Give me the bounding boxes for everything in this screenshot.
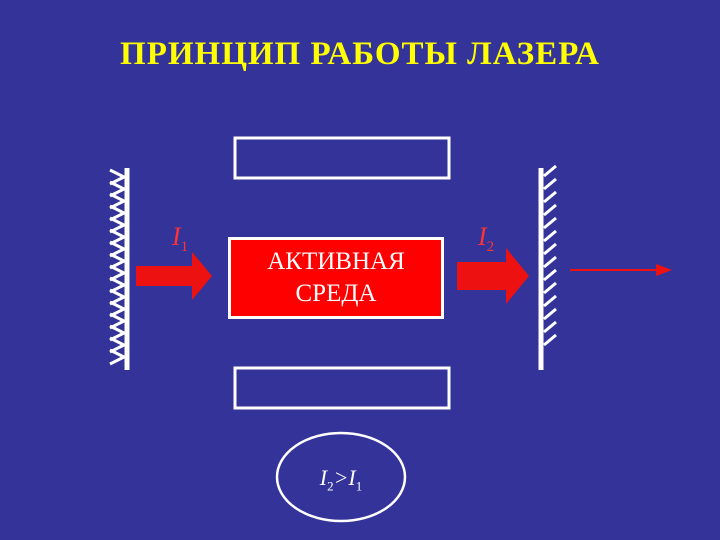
active-medium-line1: АКТИВНАЯ (267, 248, 405, 275)
slide-title: ПРИНЦИП РАБОТЫ ЛАЗЕРА (120, 36, 600, 72)
mirror-hatch-mark (109, 168, 128, 186)
mirror-hatch-mark (109, 192, 128, 210)
mirror-hatch-mark (543, 177, 557, 191)
mirror-hatch-mark (543, 164, 557, 178)
mirror-hatch-mark (109, 252, 128, 270)
mirror-hatch-mark (543, 203, 557, 217)
mirror-hatch-mark (109, 348, 128, 366)
active-medium-line2: СРЕДА (295, 280, 377, 307)
output-beam (570, 264, 672, 276)
mirror-hatch-mark (543, 307, 557, 321)
right-mirror (538, 164, 557, 370)
mirror-hatch-mark (109, 312, 128, 330)
amplified-arrow (457, 248, 529, 304)
mirror-hatch-mark (543, 320, 557, 334)
mirror-hatch-mark (109, 324, 128, 342)
mirror-hatch-mark (543, 229, 557, 243)
mirror-hatch-mark (543, 255, 557, 269)
condition-ellipse (275, 431, 407, 523)
pump-box-bottom (233, 366, 451, 410)
mirror-hatch-mark (543, 281, 557, 295)
mirror-hatch-mark (109, 300, 128, 318)
mirror-hatch-mark (543, 190, 557, 204)
active-medium-box: АКТИВНАЯ СРЕДА (228, 237, 444, 319)
mirror-hatch-mark (109, 336, 128, 354)
left-mirror (109, 168, 130, 370)
mirror-hatch-mark (109, 228, 128, 246)
condition-text: I2>I1 (319, 465, 363, 494)
intensity-in-label: I1 (172, 222, 189, 256)
mirror-hatch-mark (109, 216, 128, 234)
mirror-hatch-mark (109, 288, 128, 306)
mirror-hatch-mark (109, 180, 128, 198)
mirror-hatch-mark (109, 264, 128, 282)
mirror-hatch-mark (543, 268, 557, 282)
mirror-hatch-mark (109, 276, 128, 294)
input-arrow (136, 252, 212, 300)
mirror-hatch-mark (543, 216, 557, 230)
mirror-hatch-mark (543, 294, 557, 308)
intensity-out-label: I2 (478, 222, 495, 256)
pump-box-top (233, 136, 451, 180)
mirror-hatch-mark (543, 242, 557, 256)
mirror-hatch-mark (109, 204, 128, 222)
mirror-hatch-mark (109, 240, 128, 258)
mirror-hatch-mark (543, 333, 557, 347)
